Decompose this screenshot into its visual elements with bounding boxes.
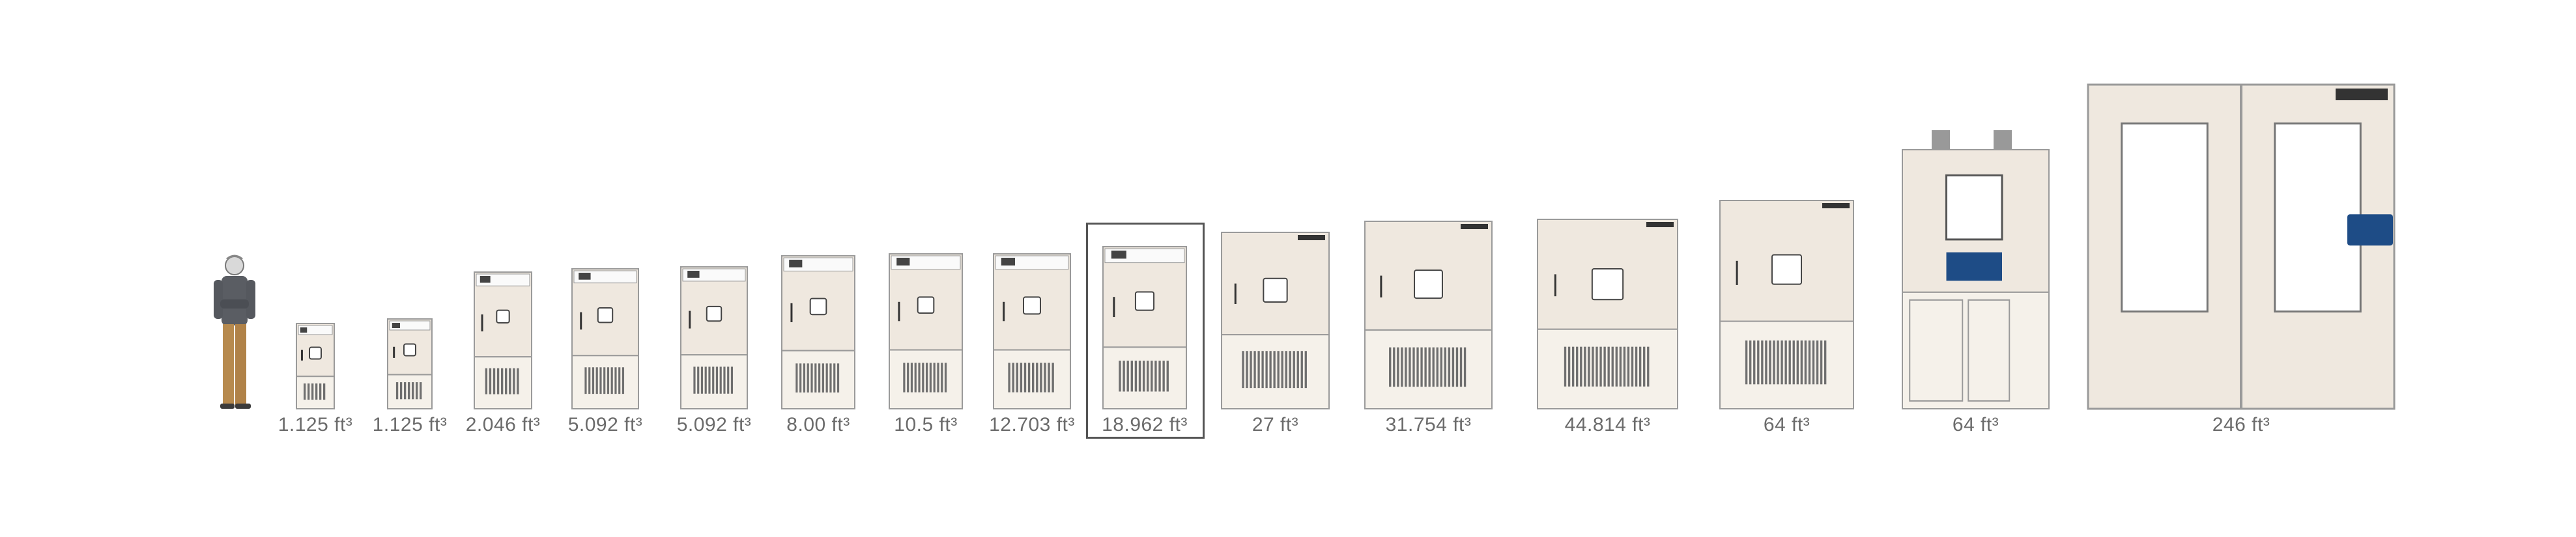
chamber[interactable]: 31.754 ft³: [1364, 221, 1493, 441]
chamber[interactable]: 44.814 ft³: [1537, 219, 1678, 441]
chamber-volume-label: 12.703 ft³: [989, 414, 1075, 435]
chamber[interactable]: 10.5 ft³: [889, 253, 963, 441]
chamber-graphic: [993, 253, 1071, 409]
chamber-volume-label: 246 ft³: [2212, 414, 2270, 435]
chamber-graphic: [387, 318, 433, 409]
chamber-volume-label: 5.092 ft³: [676, 414, 752, 435]
chamber-graphic: [680, 266, 748, 409]
chamber-volume-label: 64 ft³: [1763, 414, 1810, 435]
chamber[interactable]: 12.703 ft³: [989, 253, 1074, 441]
chamber-volume-label: 18.962 ft³: [1102, 414, 1188, 435]
chamber-graphic: [571, 268, 639, 409]
chamber[interactable]: 2.046 ft³: [466, 271, 540, 441]
chamber-volume-label: 5.092 ft³: [567, 414, 643, 435]
chamber[interactable]: 246 ft³: [2087, 83, 2396, 441]
chamber-graphic: [1902, 130, 2050, 409]
chamber-graphic: [474, 271, 532, 409]
chamber-graphic: [1102, 246, 1187, 410]
chamber-volume-label: 2.046 ft³: [465, 414, 541, 435]
chamber[interactable]: 64 ft³: [1902, 130, 2050, 441]
chamber-graphic: [1221, 232, 1330, 409]
chamber-graphic: [889, 253, 963, 409]
chamber-volume-label: 31.754 ft³: [1385, 414, 1472, 435]
chamber-graphic: [781, 255, 855, 409]
chamber-volume-label: 1.125 ft³: [278, 414, 353, 435]
chamber[interactable]: 5.092 ft³: [677, 266, 751, 441]
chamber-graphic: [1537, 219, 1678, 409]
chamber-selected[interactable]: 18.962 ft³: [1102, 246, 1187, 441]
chamber-volume-label: 27 ft³: [1252, 414, 1299, 435]
person-scale-icon: [210, 251, 259, 414]
chamber[interactable]: 1.125 ft³: [278, 323, 352, 441]
chamber-graphic: [1364, 221, 1493, 409]
chamber[interactable]: 8.00 ft³: [781, 255, 855, 441]
chamber-volume-label: 10.5 ft³: [894, 414, 958, 435]
chamber-graphic: [1719, 200, 1854, 409]
chamber-graphic: [296, 323, 335, 409]
chamber[interactable]: 1.125 ft³: [373, 318, 447, 441]
selected-chamber-frame: [1086, 223, 1205, 439]
chamber[interactable]: 64 ft³: [1719, 200, 1854, 441]
chamber-volume-label: 44.814 ft³: [1564, 414, 1651, 435]
chamber-volume-label: 1.125 ft³: [372, 414, 448, 435]
chamber[interactable]: 5.092 ft³: [568, 268, 642, 441]
chamber-graphic: [2087, 83, 2396, 410]
chamber-volume-label: 64 ft³: [1952, 414, 1999, 435]
chamber-volume-label: 8.00 ft³: [786, 414, 850, 435]
chamber[interactable]: 27 ft³: [1221, 232, 1330, 441]
